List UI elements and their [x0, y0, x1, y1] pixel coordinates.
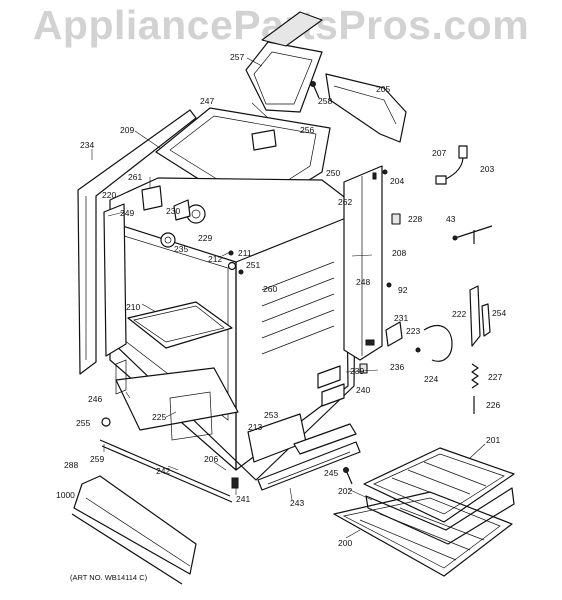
part-label-205: 205	[376, 84, 390, 94]
part-label-211: 211	[238, 248, 252, 258]
part-label-260: 260	[263, 284, 277, 294]
part-label-210: 210	[126, 302, 140, 312]
part-label-228: 228	[408, 214, 422, 224]
part-label-243: 243	[290, 498, 304, 508]
left-side-panel-part	[77, 109, 197, 375]
fastener-part	[382, 169, 401, 288]
part-label-255: 255	[76, 418, 90, 428]
part-label-201: 201	[486, 435, 500, 445]
part-label-251: 251	[246, 260, 260, 270]
part-label-226: 226	[486, 400, 500, 410]
hinge-spring-part	[471, 363, 479, 414]
part-label-249: 249	[120, 208, 134, 218]
lower-bracket-part	[247, 413, 361, 491]
part-label-1000: 1000	[56, 490, 75, 500]
part-label-288: 288	[64, 460, 78, 470]
screw-part	[310, 81, 320, 99]
hinge-hardware-part	[385, 285, 491, 362]
trim-strip-part	[325, 73, 407, 143]
part-label-234: 234	[80, 140, 94, 150]
part-label-256: 256	[300, 125, 314, 135]
valve-assembly-part	[141, 185, 206, 248]
part-label-235: 235	[174, 244, 188, 254]
part-label-261: 261	[128, 172, 142, 182]
part-label-220: 220	[102, 190, 116, 200]
art-number: (ART NO. WB14114 C)	[70, 573, 148, 582]
part-label-230: 230	[166, 206, 180, 216]
part-label-257: 257	[230, 52, 244, 62]
part-label-92: 92	[398, 285, 408, 295]
wire-harness-part	[435, 145, 468, 185]
part-label-247: 247	[200, 96, 214, 106]
part-label-245: 245	[324, 468, 338, 478]
part-label-248: 248	[356, 277, 370, 287]
bottom-rod-part	[99, 417, 239, 503]
right-side-panel-part	[343, 165, 383, 361]
part-label-258: 258	[318, 96, 332, 106]
part-label-209: 209	[120, 125, 134, 135]
part-label-207: 207	[432, 148, 446, 158]
rear-bracket-part	[317, 363, 368, 407]
part-label-229: 229	[198, 233, 212, 243]
part-label-236: 236	[390, 362, 404, 372]
part-label-262: 262	[338, 197, 352, 207]
part-label-43: 43	[446, 214, 456, 224]
part-label-242: 242	[156, 466, 170, 476]
part-label-253: 253	[264, 410, 278, 420]
part-label-203: 203	[480, 164, 494, 174]
part-label-227: 227	[488, 372, 502, 382]
part-label-200: 200	[338, 538, 352, 548]
part-label-259: 259	[90, 454, 104, 464]
vent-panel-part	[245, 11, 323, 113]
part-label-246: 246	[88, 394, 102, 404]
kick-plate-part	[71, 475, 197, 585]
small-hardware-part	[227, 250, 244, 275]
oven-body-part	[109, 177, 357, 481]
part-label-225: 225	[152, 412, 166, 422]
leader-lines	[91, 57, 486, 539]
part-label-212: 212	[208, 254, 222, 264]
part-labels: 257 258 205 247 256 209 234 207 203 261 …	[56, 52, 506, 582]
part-label-204: 204	[390, 176, 404, 186]
part-label-208: 208	[392, 248, 406, 258]
broiler-pan-part	[363, 447, 515, 545]
part-label-224: 224	[424, 374, 438, 384]
part-label-239: 239	[350, 366, 364, 376]
part-label-223: 223	[406, 326, 420, 336]
part-label-231: 231	[394, 313, 408, 323]
part-label-222: 222	[452, 309, 466, 319]
part-label-240: 240	[356, 385, 370, 395]
part-label-213: 213	[248, 422, 262, 432]
part-label-254: 254	[492, 308, 506, 318]
part-label-241: 241	[236, 494, 250, 504]
probe-part	[452, 225, 493, 244]
front-frame-part	[103, 203, 127, 395]
leveling-screw-part	[343, 467, 353, 485]
part-label-206: 206	[204, 454, 218, 464]
part-label-202: 202	[338, 486, 352, 496]
part-label-250: 250	[326, 168, 340, 178]
oven-rack-part	[333, 491, 513, 577]
